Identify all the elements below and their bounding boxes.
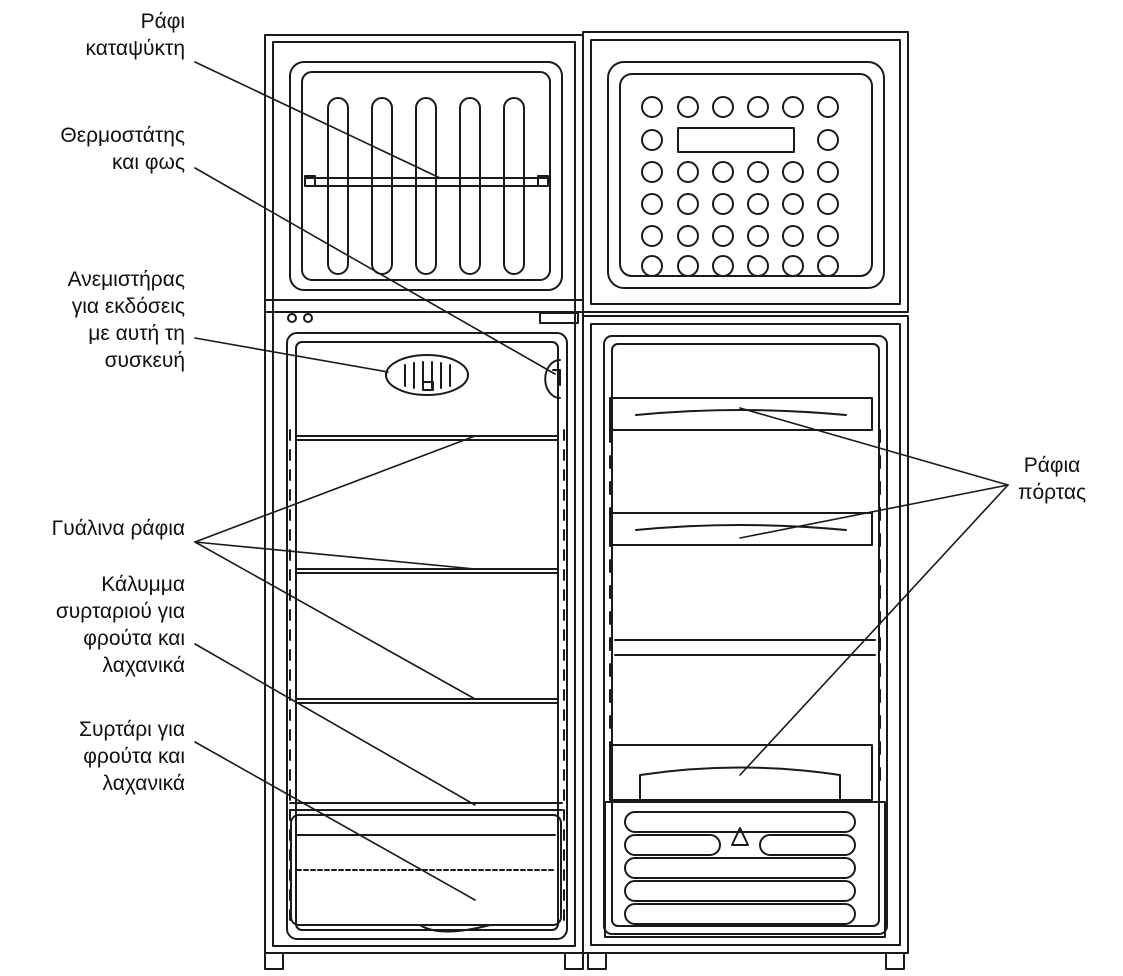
- door-bump: [782, 193, 804, 215]
- label-crisper-drawer: Συρτάρι για φρούτα και λαχανικά: [78, 718, 185, 795]
- freezer-compartment: [289, 61, 563, 291]
- freezer-door: [582, 31, 909, 313]
- door-bump: [817, 96, 839, 118]
- thermostat-light: [544, 359, 561, 399]
- door-bump: [712, 225, 734, 247]
- door-shelf-2: [609, 512, 873, 546]
- door-bump: [641, 96, 663, 118]
- label-crisper-cover: Κάλυμμα συρταριού για φρούτα και λαχανικ…: [55, 573, 185, 677]
- glass-shelf-1: [295, 435, 559, 441]
- label-door-shelves: Ράφια πόρτας: [1018, 454, 1087, 504]
- door-bump: [677, 161, 699, 183]
- door-bump: [747, 255, 769, 277]
- door-bump: [817, 193, 839, 215]
- door-bump: [641, 161, 663, 183]
- crisper-drawer: [290, 814, 562, 933]
- door-bump: [712, 161, 734, 183]
- glass-shelf-3: [295, 698, 559, 704]
- leader-freezer-shelf: [194, 61, 441, 179]
- leader-glass-3: [194, 541, 476, 700]
- door-shelf-3: [609, 744, 873, 801]
- label-freezer-shelf: Ράφι καταψύκτη: [85, 10, 185, 60]
- door-vent: [604, 801, 886, 938]
- label-thermostat-light: Θερμοστάτης και φως: [60, 124, 185, 174]
- door-bump: [782, 96, 804, 118]
- door-bump: [747, 96, 769, 118]
- label-glass-shelves: Γυάλινα ράφια: [51, 517, 185, 540]
- door-bump: [817, 161, 839, 183]
- leader-door-shelf-3: [739, 484, 1009, 776]
- door-bump: [747, 193, 769, 215]
- door-bump: [747, 225, 769, 247]
- leader-door-shelf-2: [739, 484, 1009, 539]
- door-bump: [641, 193, 663, 215]
- freezer-door-pattern: [641, 96, 839, 277]
- door-bump: [817, 225, 839, 247]
- door-bump: [641, 225, 663, 247]
- glass-shelf-2: [295, 568, 559, 574]
- leader-fan: [194, 337, 389, 373]
- door-bump: [817, 255, 839, 277]
- leader-door-shelf-1: [739, 407, 1009, 486]
- door-bump: [641, 129, 663, 151]
- leader-crisper-cover: [194, 643, 476, 806]
- door-bump: [782, 255, 804, 277]
- door-bump: [677, 193, 699, 215]
- crisper-cover: [289, 802, 563, 811]
- door-bump: [712, 96, 734, 118]
- door-bump: [677, 225, 699, 247]
- fan-unit: [385, 354, 469, 396]
- door-bump: [677, 255, 699, 277]
- fridge-compartment: [286, 332, 568, 940]
- door-bump: [677, 96, 699, 118]
- freezer-shelf: [304, 175, 549, 187]
- door-bump: [712, 193, 734, 215]
- label-fan: Ανεμιστήρας για εκδόσεις με αυτή τη συσκ…: [67, 268, 185, 372]
- leader-glass-2: [194, 541, 476, 570]
- door-bump: [782, 161, 804, 183]
- door-bump: [641, 255, 663, 277]
- leader-thermostat: [194, 167, 556, 375]
- fridge-door: [582, 315, 909, 970]
- door-bump: [712, 255, 734, 277]
- leader-glass-1: [194, 435, 476, 543]
- door-shelf-1: [609, 397, 873, 431]
- leader-crisper-drawer: [194, 741, 476, 901]
- door-bump: [747, 161, 769, 183]
- door-bump: [782, 225, 804, 247]
- door-bump: [817, 129, 839, 151]
